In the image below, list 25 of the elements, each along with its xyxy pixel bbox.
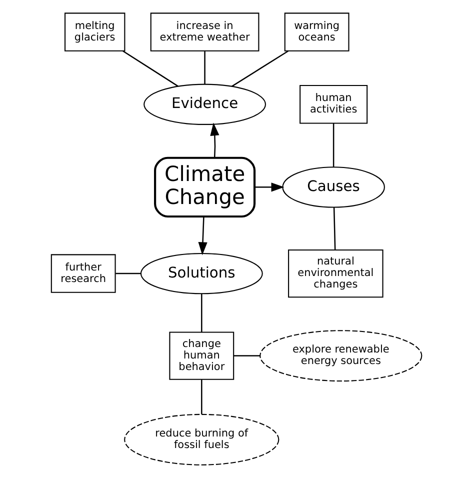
connector [201,379,202,414]
node-box: further research [50,254,116,292]
node-ellipse: Causes [282,166,385,208]
connector [122,50,178,86]
node-ellipse: Solutions [140,252,263,294]
connector [332,122,334,167]
node-box: increase in extreme weather [150,12,260,51]
node-box: change human behavior [169,331,234,380]
node-box: warming oceans [284,12,350,51]
node-box: Climate Change [154,156,256,218]
connector [231,50,289,86]
arrow [254,182,284,192]
node-box: natural environmental changes [288,248,384,298]
node-box: human activities [300,84,368,124]
node-ellipse: reduce burning of fossil fuels [124,413,280,465]
connector [201,293,202,332]
arrow [210,122,220,158]
connector [116,272,141,274]
connector [234,354,260,356]
connector [204,50,206,84]
node-ellipse: explore renewable energy sources [260,330,422,382]
connector [333,206,336,250]
arrow [198,216,208,255]
node-box: melting glaciers [64,12,126,51]
node-ellipse: Evidence [144,83,266,124]
